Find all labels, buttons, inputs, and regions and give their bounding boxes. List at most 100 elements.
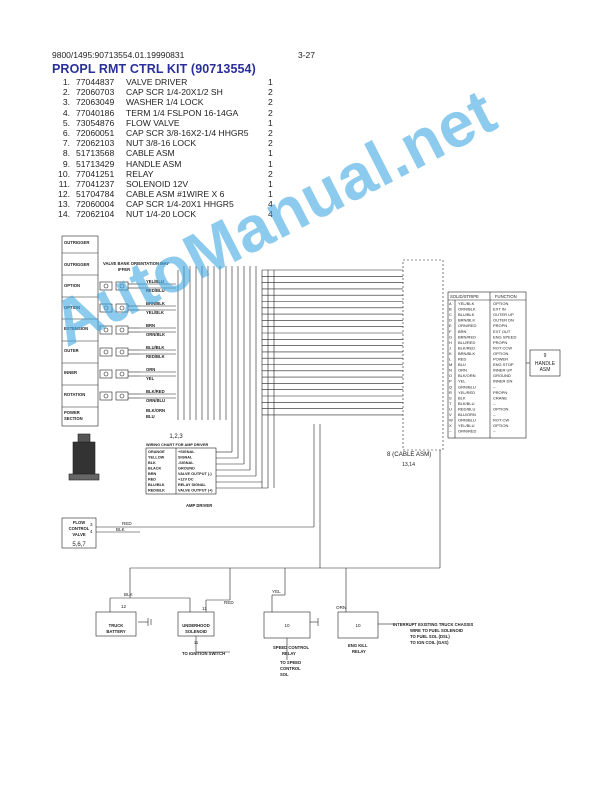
cable-connector — [402, 259, 444, 451]
coil-terminal — [103, 283, 109, 289]
amp-chart-frame — [145, 447, 217, 495]
fn-row-function: -- — [493, 429, 496, 434]
part-description: CABLE ASM #1WIRE X 6 — [126, 189, 225, 200]
amp-row-color: BLACK — [148, 467, 162, 471]
part-description: WASHER 1/4 LOCK — [126, 97, 204, 108]
amp-row-function: VALVE OUTPUT (-) — [178, 472, 212, 476]
fn-row-color: BLK — [458, 395, 466, 400]
kit-title: PROPL RMT CTRL KIT (90713554) — [52, 62, 256, 76]
interrupt-note-4: TO IGN COIL (GAS) — [410, 640, 449, 645]
fn-row-letter: S — [449, 395, 452, 400]
solenoid-coil — [99, 303, 113, 313]
fn-row-function: OPTION — [493, 351, 508, 356]
part-qty: 1 — [268, 148, 273, 159]
bank-label-section: SECTION — [64, 416, 83, 421]
amp-row-function: SIGNAL — [178, 456, 193, 460]
part-code: 72063049 — [76, 97, 115, 108]
part-description: CABLE ASM — [126, 148, 175, 159]
part-description: HANDLE ASM — [126, 158, 182, 169]
wire-label: BRN — [146, 323, 155, 328]
amp-row-color: BLU/BLK — [148, 483, 165, 487]
fn-row-letter: G — [449, 334, 452, 339]
fn-row-letter: B — [449, 307, 452, 312]
fn-row-letter: T — [449, 401, 452, 406]
part-number: 8. — [62, 148, 70, 159]
part-code: 72062103 — [76, 138, 115, 149]
part-qty: 1 — [268, 117, 273, 128]
solenoid-coil — [115, 325, 129, 335]
fn-row-function: EXT IN — [493, 307, 506, 312]
solenoid-label-1: UNDERHOOD — [182, 623, 209, 628]
fn-row-color: YEL — [458, 379, 466, 384]
fn-row-function: EXT OUT — [493, 329, 511, 334]
solenoid-label-2: SOLENOID — [185, 629, 207, 634]
battery-label-1: TRUCK — [109, 623, 124, 628]
fn-row-color: BLK/BLU — [458, 401, 475, 406]
bank-label: OUTRIGGER — [64, 240, 89, 245]
part-code: 72060051 — [76, 127, 115, 138]
handle-num: 9 — [544, 353, 547, 359]
battery-label-2: BATTERY — [106, 629, 126, 634]
fn-row-letter: C — [449, 312, 452, 317]
part-code: 72060703 — [76, 87, 115, 98]
wire-label: BRN/BLK — [146, 301, 165, 306]
fn-row-letter: O — [449, 373, 452, 378]
part-number: 4. — [62, 107, 70, 118]
coil-terminal — [119, 371, 125, 377]
amp-row-color: YELLOW — [148, 456, 165, 460]
wire-blk-label: BLK — [116, 527, 126, 532]
function-table-frame — [447, 291, 527, 439]
part-number: 1. — [62, 77, 70, 87]
amp-row-color: RED — [148, 478, 156, 482]
part-qty: 2 — [268, 168, 273, 179]
bank-label: OPTION — [64, 283, 80, 288]
bank-label: OUTER — [64, 348, 79, 353]
cable-label: 8 (CABLE ASM) — [387, 451, 431, 458]
part-qty: 2 — [268, 138, 273, 149]
fn-row-function: CRANE — [493, 395, 507, 400]
fn-row-color: BLU/BLK — [458, 312, 475, 317]
part-number: 6. — [62, 127, 70, 138]
fn-row-color: ORN/BLU — [458, 418, 476, 423]
bank-label: ROTATION — [64, 392, 85, 397]
battery-wire-label: BLK — [124, 592, 134, 597]
fn-row-function: PROPN — [493, 390, 507, 395]
amp-driver-label: AMP DRIVER — [186, 503, 212, 508]
part-qty: 2 — [268, 107, 273, 118]
part-code: 77041237 — [76, 178, 115, 189]
amp-chart-title: WIRING CHART FOR AMP DRIVER — [146, 443, 208, 447]
part-description: CAP SCR 1/4-20X1 HHGR5 — [126, 199, 234, 210]
fn-row-function: OUTER DN — [493, 318, 514, 323]
speed-to-label-2: CONTROL — [280, 666, 301, 671]
fn-row-letter: V — [449, 412, 452, 417]
coil-terminal — [119, 349, 125, 355]
part-description: VALVE DRIVER — [126, 77, 188, 87]
fn-row-function: INNER UP — [493, 368, 512, 373]
coil-terminal — [119, 305, 125, 311]
amp-driver-items: 1,2,3 — [169, 434, 183, 440]
fn-row-color: GRN/BLU — [458, 384, 476, 389]
part-description: NUT 1/4-20 LOCK — [126, 209, 197, 220]
part-qty: 1 — [268, 158, 273, 169]
part-description: TERM 1/4 FSLPON 16-14GA — [126, 107, 239, 118]
part-code: 77041251 — [76, 168, 115, 179]
bank-label: INNER — [64, 370, 77, 375]
fn-row-letter: P — [449, 379, 452, 384]
speed-relay-label-1: SPEED CONTROL — [273, 645, 310, 650]
fn-row-letter: L — [449, 357, 452, 362]
wire-label: YEL/BLK — [146, 310, 164, 315]
wire-label: ORN/BLU — [146, 398, 165, 403]
fn-row-color: BRN — [458, 329, 467, 334]
fn-row-letter: W — [449, 418, 453, 423]
fn-row-function: ROT CCW — [493, 345, 512, 350]
fn-row-color: ORN/RED — [458, 323, 477, 328]
orientation-note-l1: VALVE BANK ORIENTATION MAY — [103, 261, 169, 266]
ignition-label: TO IGNITION SWITCH — [182, 651, 225, 656]
fn-row-color: YEL/BLU — [458, 423, 475, 428]
wire-label: BLU — [146, 414, 155, 419]
orientation-note-l2: IFFER — [118, 267, 130, 272]
solenoid-item: 11 — [194, 640, 199, 645]
amp-row-color: RED/BLK — [148, 489, 165, 493]
